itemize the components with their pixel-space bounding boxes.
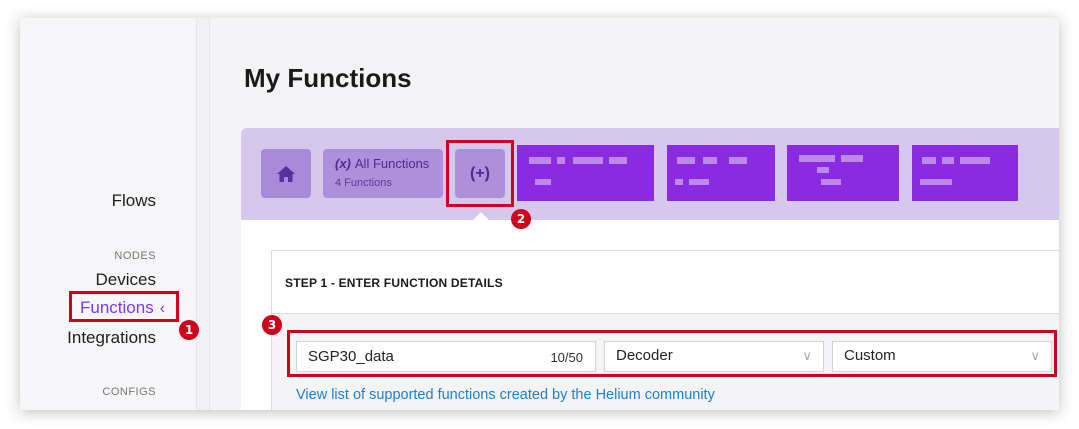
sidebar: Flows NODES Devices Functions ‹ Integrati… [20,18,196,410]
sidebar-section-nodes: NODES [114,250,156,262]
sidebar-item-integrations[interactable]: Integrations [67,328,156,347]
new-function-card: STEP 1 - ENTER FUNCTION DETAILS SGP30_da… [241,220,1059,410]
home-button[interactable] [261,149,311,198]
add-function-button[interactable]: (+) [455,149,505,198]
page-title: My Functions [244,63,412,93]
function-tile[interactable] [787,145,899,201]
annotation-badge-3: 3 [262,315,282,335]
main-content: My Functions (x)All Functions 4 Function… [211,18,1059,410]
community-functions-link[interactable]: View list of supported functions created… [296,387,715,403]
step-1-header: STEP 1 - ENTER FUNCTION DETAILS [271,250,1059,314]
character-count: 10/50 [550,350,583,365]
active-tab-caret [471,212,491,222]
sidebar-scroll-track[interactable] [196,18,210,410]
function-format-value: Custom [844,347,896,364]
function-name-input[interactable]: SGP30_data 10/50 [296,341,596,372]
highlight-box-functions [69,291,179,322]
all-functions-title: (x)All Functions [335,156,443,171]
function-tile[interactable] [517,145,654,201]
home-icon [277,165,295,182]
function-icon: (x) [335,156,351,171]
app-window: Flows NODES Devices Functions ‹ Integrati… [20,18,1059,410]
sidebar-item-functions[interactable]: Functions ‹ [80,298,165,318]
function-tile[interactable] [667,145,775,201]
sidebar-item-flows[interactable]: Flows [111,191,156,210]
chevron-down-icon: ∨ [802,348,812,363]
function-name-value: SGP30_data [308,348,394,365]
step-1-label: STEP 1 - ENTER FUNCTION DETAILS [285,276,503,290]
functions-toolbar: (x)All Functions 4 Functions (+) [241,128,1059,222]
annotation-badge-2: 2 [511,209,531,229]
sidebar-item-devices[interactable]: Devices [95,270,156,289]
function-tile[interactable] [912,145,1018,201]
function-format-select[interactable]: Custom ∨ [832,341,1052,372]
highlight-box-add [446,140,514,207]
all-functions-label: All Functions [354,156,430,171]
function-type-select[interactable]: Decoder ∨ [604,341,824,372]
sidebar-section-configs: CONFIGS [102,386,156,398]
sidebar-item-functions-label: Functions [80,298,154,317]
annotation-badge-1: 1 [179,320,199,340]
all-functions-count: 4 Functions [335,177,392,189]
all-functions-button[interactable]: (x)All Functions 4 Functions [323,149,443,198]
chevron-down-icon: ∨ [1030,348,1040,363]
chevron-left-icon: ‹ [159,300,166,317]
function-type-value: Decoder [616,347,673,364]
highlight-box-form [287,330,1057,377]
